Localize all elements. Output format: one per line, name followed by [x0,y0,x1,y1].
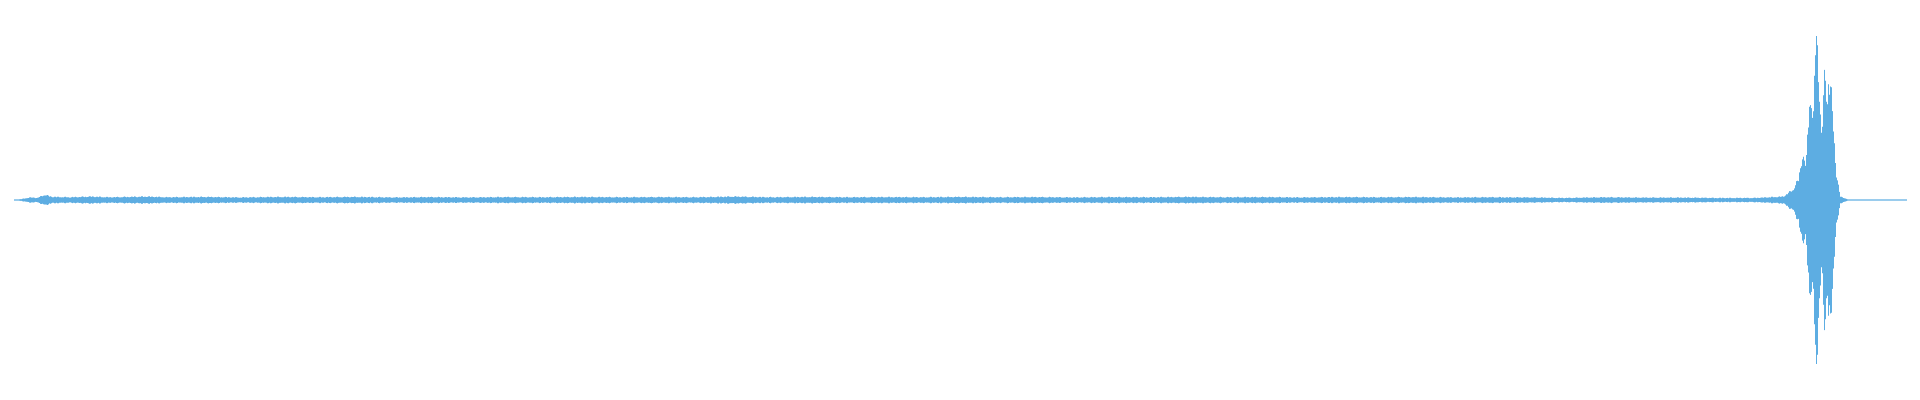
waveform-layer [14,36,1907,364]
